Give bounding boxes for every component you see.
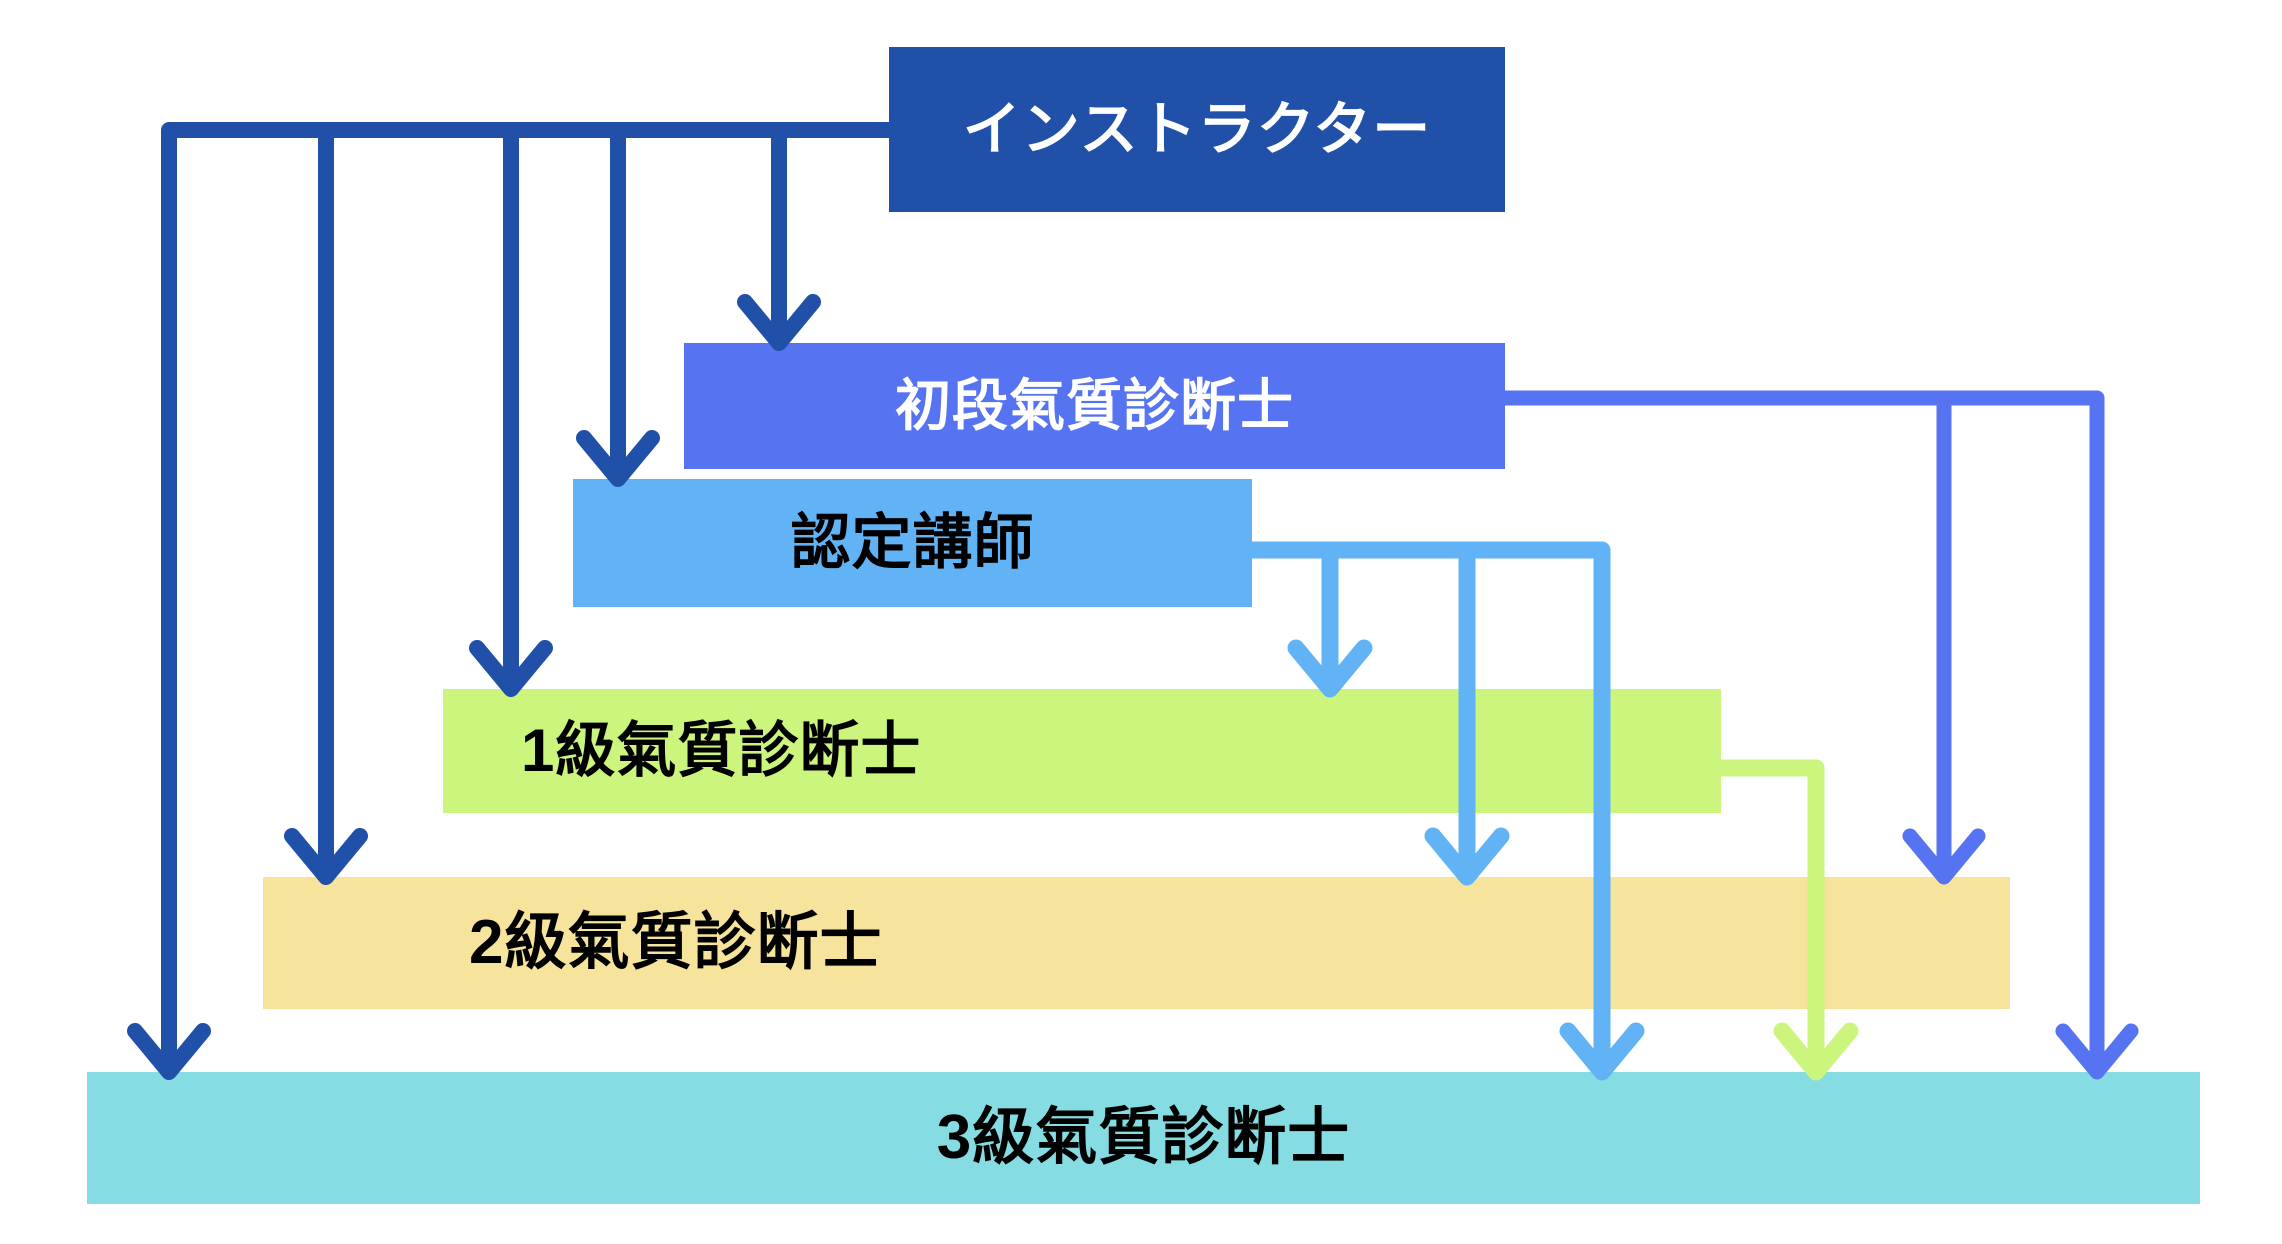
arrow-instructor-to-grade2 [284,122,368,885]
arrow-instructor-to-grade1 [469,122,553,697]
arrow-instructor-to-shodan [737,122,821,351]
level-label-nintei-koshi: 認定講師 [790,509,1035,576]
level-box-grade2-kishitsu-shindanshi: 2級氣質診断士 [263,877,2010,1009]
level-box-grade1-kishitsu-shindanshi: 1級氣質診断士 [443,689,1721,813]
level-box-shodan-kishitsu-shindanshi: 初段氣質診断士 [684,343,1505,469]
level-box-nintei-koshi: 認定講師 [573,479,1252,607]
arrow-nintei-to-grade1 [1287,541,1373,698]
level-box-grade3-kishitsu-shindanshi: 3級氣質診断士 [87,1072,2200,1204]
level-label-grade2-kishitsu-shindanshi: 2級氣質診断士 [469,908,883,977]
level-box-instructor: インストラクター [889,47,1505,212]
arrow-shodan-to-grade2 [1902,390,1986,885]
level-label-grade1-kishitsu-shindanshi: 1級氣質診断士 [521,717,922,784]
level-label-grade3-kishitsu-shindanshi: 3級氣質診断士 [936,1103,1351,1172]
level-label-shodan-kishitsu-shindanshi: 初段氣質診断士 [895,374,1294,437]
arrow-instructor-to-nintei-koshi [576,122,660,487]
level-label-instructor: インストラクター [962,96,1432,162]
